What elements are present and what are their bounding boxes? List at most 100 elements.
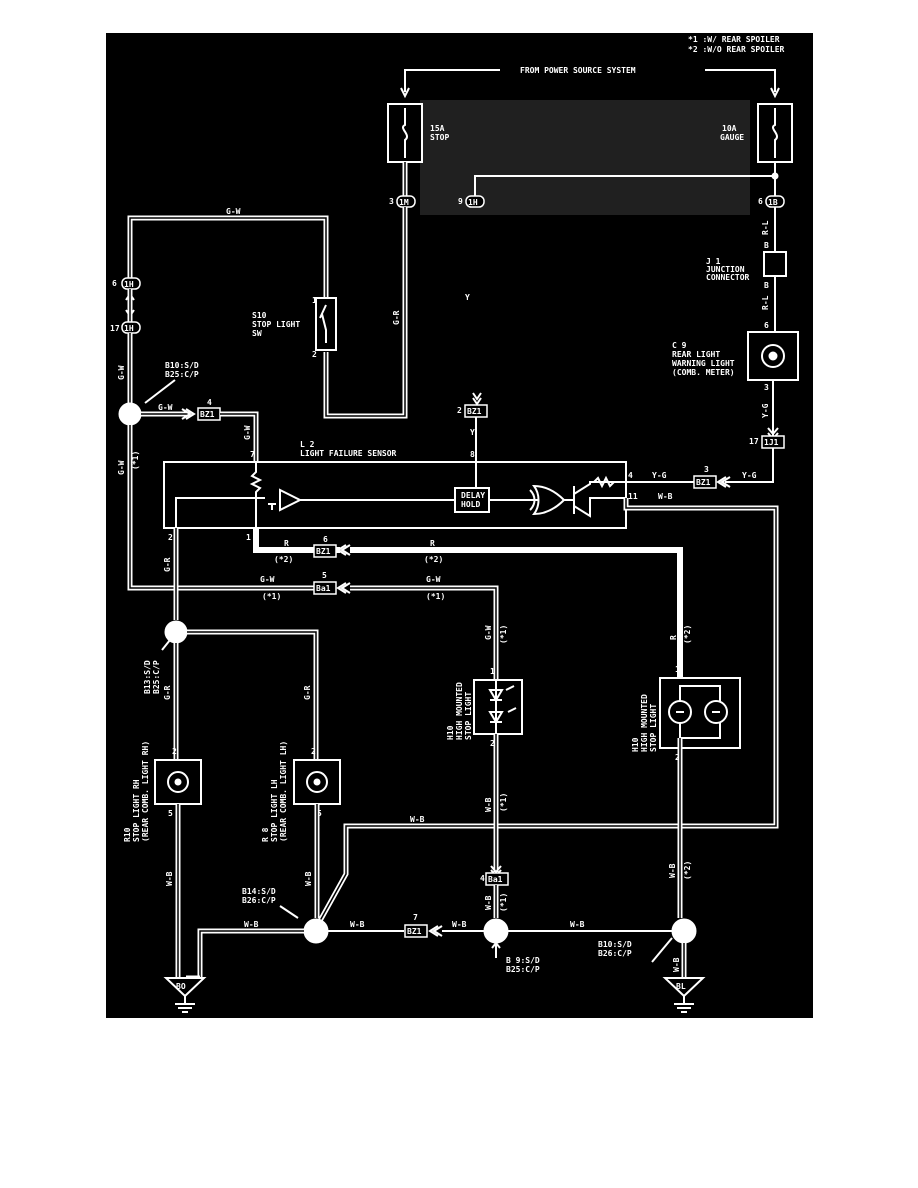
- svg-text:2: 2: [168, 533, 173, 542]
- splice-b9-b25-node: [483, 918, 509, 944]
- svg-text:B25:C/P: B25:C/P: [152, 660, 161, 694]
- svg-text:JUNCTION: JUNCTION: [706, 265, 745, 274]
- svg-text:BZ1: BZ1: [467, 407, 482, 416]
- power-arrow-right-icon: [770, 87, 780, 99]
- svg-text:2: 2: [457, 406, 462, 415]
- wire-label-r-l-2: R-L: [761, 295, 770, 310]
- svg-text:6: 6: [112, 279, 117, 288]
- connector-bz1-7: 7 BZ1: [404, 913, 428, 938]
- fuse-10a-rating: 10A: [722, 124, 737, 133]
- svg-text:2: 2: [172, 747, 177, 756]
- stop-light-lh-r8: 2 5 R 8 STOP LIGHT LH (REAR COMB. LIGHT …: [261, 741, 341, 842]
- wire-label-g-w-top: G-W: [226, 207, 241, 216]
- arrow-bz1-3-icon: [716, 476, 731, 488]
- splice-b10-b26-label: B10:S/D B26:C/P: [598, 937, 673, 963]
- svg-text:R 8: R 8: [261, 827, 270, 842]
- svg-text:B 9:S/D: B 9:S/D: [506, 956, 540, 965]
- wire-label-w-b-6: W-B: [484, 797, 493, 812]
- note-2: *2 :W/O REAR SPOILER: [688, 45, 785, 54]
- svg-text:2: 2: [311, 747, 316, 756]
- wire-w-b-to-bo: [197, 928, 304, 978]
- wire-label-w-b-7: W-B: [484, 895, 493, 910]
- gauge-bus-node: [771, 172, 779, 180]
- transistor-icon: [564, 481, 626, 518]
- svg-text:(REAR COMB. LIGHT RH): (REAR COMB. LIGHT RH): [141, 741, 150, 842]
- splice-b14-b26-node: [303, 918, 329, 944]
- svg-text:1H: 1H: [468, 198, 478, 207]
- connector-1m: 3 1M: [389, 195, 416, 208]
- hmsl-led-h10: 1 2 H10 HIGH MOUNTED STOP LIGHT: [446, 667, 523, 748]
- variant-label-9: (*1): [499, 893, 508, 912]
- svg-text:BZ1: BZ1: [316, 547, 331, 556]
- svg-text:HIGH MOUNTED: HIGH MOUNTED: [455, 682, 464, 740]
- delay-hold-block: [454, 487, 490, 513]
- svg-text:REAR LIGHT: REAR LIGHT: [672, 350, 720, 359]
- svg-text:1: 1: [675, 665, 680, 674]
- wire-r-main: [350, 547, 683, 680]
- connector-ba1-4: 4 Ba1: [480, 872, 509, 886]
- svg-text:B10:S/D: B10:S/D: [598, 940, 632, 949]
- svg-text:4: 4: [207, 398, 212, 407]
- wire-label-y-2: Y: [470, 428, 475, 437]
- connector-1j1: 17 1J1: [749, 435, 785, 449]
- svg-text:HOLD: HOLD: [461, 500, 480, 509]
- wire-label-y-g-1: Y-G: [761, 403, 770, 418]
- svg-text:1H: 1H: [124, 324, 134, 333]
- variant-label-10: (*2): [683, 861, 692, 880]
- svg-text:HIGH MOUNTED: HIGH MOUNTED: [640, 694, 649, 752]
- svg-text:(COMB. METER): (COMB. METER): [672, 368, 735, 377]
- wire-label-g-w-5: G-W: [260, 575, 275, 584]
- rear-light-warning-c9: 6 3 C 9 REAR LIGHT WARNING LIGHT (COMB. …: [672, 321, 799, 392]
- wire-g-w-hmsl: [350, 585, 499, 680]
- splice-b14-b26-label: B14:S/D B26:C/P: [242, 887, 299, 919]
- wire-gauge-bus: [474, 175, 775, 198]
- svg-text:1H: 1H: [124, 280, 134, 289]
- svg-text:2: 2: [312, 350, 317, 359]
- variant-label-2: (*2): [274, 555, 293, 564]
- svg-text:2: 2: [490, 739, 495, 748]
- wire-r-pin1: [253, 528, 340, 553]
- svg-text:STOP LIGHT: STOP LIGHT: [464, 692, 473, 740]
- wire-label-y-g-3: Y-G: [652, 471, 667, 480]
- connector-bz1-3: 3 BZ1: [693, 465, 717, 489]
- svg-text:1M: 1M: [399, 198, 409, 207]
- svg-text:B25:C/P: B25:C/P: [165, 370, 199, 379]
- svg-text:DELAY: DELAY: [461, 491, 485, 500]
- svg-text:B13:S/D: B13:S/D: [143, 660, 152, 694]
- svg-text:5: 5: [168, 809, 173, 818]
- variant-label-8: (*1): [499, 793, 508, 812]
- svg-text:H10: H10: [631, 737, 640, 752]
- wire-label-r-3: R: [669, 635, 678, 640]
- svg-text:9: 9: [458, 197, 463, 206]
- fuse-15a-rating: 15A: [430, 124, 445, 133]
- arrow-ba1-5-icon: [336, 582, 351, 594]
- arrow-bz1-7-icon: [428, 925, 443, 937]
- or-gate-icon: [532, 484, 566, 516]
- wire-label-g-w-7: G-W: [484, 625, 493, 640]
- wiring-diagram-svg: *1 :W/ REAR SPOILER *2 :W/O REAR SPOILER…: [110, 35, 799, 1013]
- svg-text:17: 17: [110, 324, 120, 333]
- svg-text:17: 17: [749, 437, 759, 446]
- ground-bo: BO: [163, 977, 207, 1013]
- wiring-diagram: *1 :W/ REAR SPOILER *2 :W/O REAR SPOILER…: [106, 33, 813, 1018]
- connector-bz1-6: 6 BZ1: [313, 535, 337, 558]
- stop-light-rh-r10: 2 5 R10 STOP LIGHT RH (REAR COMB. LIGHT …: [123, 741, 202, 842]
- variant-label-3: (*2): [424, 555, 443, 564]
- wire-label-r-2: R: [430, 539, 435, 548]
- svg-text:3: 3: [764, 383, 769, 392]
- power-source-label: FROM POWER SOURCE SYSTEM: [520, 66, 636, 75]
- fuse-10a-name: GAUGE: [720, 133, 744, 142]
- wire-label-b-1: B: [764, 241, 769, 250]
- svg-text:R10: R10: [123, 827, 132, 842]
- fuse-15a-name: STOP: [430, 133, 449, 142]
- svg-text:8: 8: [470, 450, 475, 459]
- wire-label-r-1: R: [284, 539, 289, 548]
- svg-text:3: 3: [704, 465, 709, 474]
- svg-text:S10: S10: [252, 311, 267, 320]
- wire-label-w-b-11: W-B: [668, 863, 677, 878]
- svg-text:STOP LIGHT LH: STOP LIGHT LH: [270, 779, 279, 842]
- svg-text:B25:C/P: B25:C/P: [506, 965, 540, 974]
- wire-label-g-w-3: G-W: [243, 425, 252, 440]
- splice-b9-b25-label: B 9:S/D B25:C/P: [491, 941, 540, 974]
- wire-label-w-b-12: W-B: [672, 957, 681, 972]
